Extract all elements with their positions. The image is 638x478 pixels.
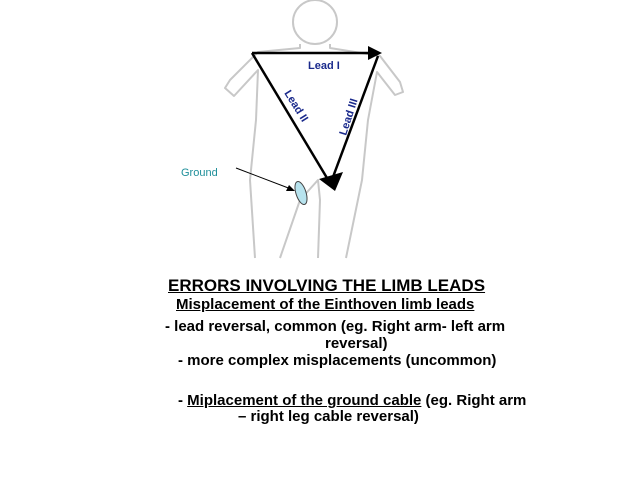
body-outline xyxy=(224,0,404,259)
item-ground-prefix: - xyxy=(178,392,188,409)
section-subtitle: Misplacement of the Einthoven limb leads xyxy=(176,296,475,313)
ground-label: Ground xyxy=(181,167,218,179)
item-ground-cable-line2: – right leg cable reversal) xyxy=(238,408,419,425)
item-lead-reversal-line1: - lead reversal, common (eg. Right arm- … xyxy=(165,318,506,335)
einthoven-triangle xyxy=(250,46,382,191)
ground-electrode xyxy=(294,180,308,206)
item-lead-reversal-line2: reversal) xyxy=(325,335,388,352)
item-complex-misplacements: - more complex misplacements (uncommon) xyxy=(178,352,497,369)
item-ground-rest: (eg. Right arm xyxy=(421,392,527,409)
lead-i-arrowhead xyxy=(368,46,382,60)
item-ground-underlined: Miplacement of the ground cable xyxy=(187,392,422,409)
left-leg-electrode xyxy=(319,172,343,191)
lead-iii-label: Lead III xyxy=(337,97,360,137)
einthoven-triangle-diagram: Lead I Lead II Lead III Ground xyxy=(181,0,404,259)
head-outline xyxy=(292,0,338,45)
lead-ii-line xyxy=(250,52,332,184)
ground-pointer-line xyxy=(235,167,292,190)
lead-ii-label: Lead II xyxy=(281,88,310,124)
lead-i-label: Lead I xyxy=(308,60,340,72)
item-ground-cable-line1: - Miplacement of the ground cable (eg. R… xyxy=(178,392,526,409)
lead-iii-line xyxy=(331,55,380,178)
torso-outline xyxy=(224,44,404,259)
section-title: ERRORS INVOLVING THE LIMB LEADS xyxy=(168,276,486,295)
ground-pointer-arrowhead xyxy=(286,185,295,191)
